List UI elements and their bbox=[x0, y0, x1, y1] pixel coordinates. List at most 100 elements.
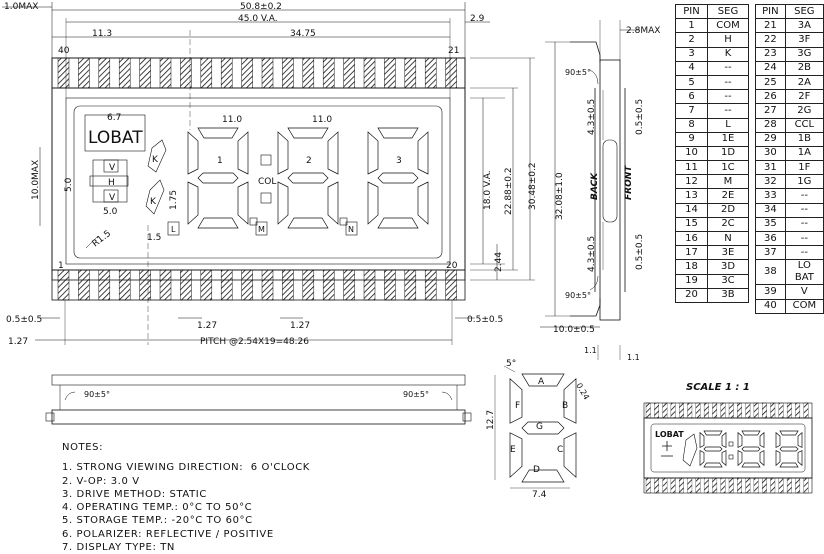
segment-e bbox=[737, 450, 743, 467]
segment-name: 3B bbox=[707, 287, 749, 303]
scale-colon-bottom bbox=[728, 454, 734, 460]
segment-name: -- bbox=[707, 74, 749, 91]
pin-number: 32 bbox=[755, 174, 786, 190]
seg-label-f: F bbox=[515, 401, 520, 411]
segment-e bbox=[509, 432, 523, 478]
digit-3 bbox=[367, 127, 429, 229]
table-row: 36-- bbox=[755, 230, 824, 247]
segment-b bbox=[237, 131, 249, 175]
scale-pin-lead bbox=[687, 477, 693, 494]
segment-name: N bbox=[707, 230, 749, 247]
pin-number: 20 bbox=[675, 287, 708, 303]
dim-pitch: PITCH @2.54X19=48.26 bbox=[200, 337, 309, 347]
pin-number: 12 bbox=[675, 174, 708, 190]
scale-one-segment bbox=[682, 433, 698, 467]
segment-f bbox=[277, 131, 289, 175]
pin-lead bbox=[363, 57, 376, 89]
seg-label-g: G bbox=[536, 422, 543, 432]
segment-a bbox=[377, 127, 419, 139]
segment-a bbox=[287, 127, 329, 139]
dim-va-height: 18.0 V.A. bbox=[483, 170, 493, 210]
side-view bbox=[540, 20, 640, 360]
dim-body-height: 30.48±0.2 bbox=[528, 162, 538, 210]
dim-overall-height: 1.0MAX bbox=[4, 2, 38, 12]
seg-label-d: D bbox=[533, 465, 540, 475]
segment-name: V bbox=[784, 284, 824, 300]
n-segment bbox=[345, 221, 358, 236]
seg-width: 7.4 bbox=[532, 490, 547, 500]
table-row: 5-- bbox=[675, 74, 749, 91]
pin-lead bbox=[282, 269, 294, 301]
pin-number: 11 bbox=[675, 160, 708, 176]
table-row: 33-- bbox=[755, 188, 824, 204]
pin-number: 30 bbox=[755, 145, 786, 162]
bottom-view bbox=[45, 374, 472, 425]
segment-a bbox=[521, 373, 565, 387]
active-area bbox=[73, 105, 443, 259]
scale-pin-lead bbox=[645, 402, 651, 419]
segment-f bbox=[737, 431, 743, 448]
pin-header: PIN bbox=[755, 3, 786, 20]
l-label: L bbox=[171, 225, 176, 234]
dim-lobat-width: 6.7 bbox=[107, 113, 121, 123]
pin-number: 19 bbox=[675, 273, 708, 289]
pin-lead bbox=[57, 57, 70, 89]
digit-2 bbox=[277, 127, 339, 229]
scale-pin-lead bbox=[720, 477, 726, 494]
pin-lead bbox=[241, 269, 253, 301]
pin-lead bbox=[200, 269, 213, 301]
scale-pin-lead bbox=[778, 477, 784, 494]
segment-d bbox=[741, 462, 761, 468]
scale-pin-lead bbox=[728, 402, 734, 419]
seg-header: SEG bbox=[707, 3, 749, 20]
segment-name: 3D bbox=[707, 259, 749, 275]
pin-lead bbox=[118, 57, 131, 89]
digit-2-number: 2 bbox=[306, 156, 312, 166]
pin-number: 38 bbox=[755, 259, 786, 286]
side-view-labels: 2.8MAX 90±5° 90±5° 4.3±0.5 4.3±0.5 0.5±0… bbox=[553, 26, 660, 362]
scale-pin-lead bbox=[695, 477, 701, 494]
v-top-label: V bbox=[109, 163, 116, 173]
pin-lead bbox=[384, 57, 396, 89]
segment-e bbox=[187, 181, 199, 225]
side-tol-front-top: 0.5±0.5 bbox=[635, 99, 645, 135]
k-segment-top bbox=[147, 139, 167, 173]
pin-lead bbox=[261, 57, 274, 89]
digit-1 bbox=[187, 127, 249, 229]
table-row: 6-- bbox=[675, 89, 749, 105]
segment-b bbox=[327, 131, 339, 175]
lcd-glass-outline bbox=[51, 87, 466, 271]
segment-name: 2B bbox=[784, 60, 824, 76]
scale-pin-lead bbox=[795, 477, 801, 494]
segment-d bbox=[703, 462, 723, 468]
pin-label-1: 1 bbox=[58, 261, 64, 271]
segment-f bbox=[509, 378, 523, 424]
segment-d bbox=[521, 469, 565, 483]
table-row: 34-- bbox=[755, 202, 824, 218]
scale-title: SCALE 1 : 1 bbox=[686, 382, 750, 393]
bottom-view-labels: 90±5° 90±5° bbox=[84, 390, 429, 399]
scale-digit-2 bbox=[737, 430, 765, 468]
pin-lead bbox=[200, 57, 213, 89]
pin-number: 21 bbox=[755, 18, 786, 34]
pin-number: 8 bbox=[675, 117, 708, 133]
seg-label-e: E bbox=[510, 445, 516, 455]
segment-e bbox=[775, 450, 781, 467]
segment-name: 1A bbox=[784, 145, 824, 162]
segment-name: 1D bbox=[707, 145, 749, 162]
digit-1-number: 1 bbox=[217, 156, 223, 166]
pin-lead bbox=[139, 269, 151, 301]
pin-number: 18 bbox=[675, 259, 708, 275]
